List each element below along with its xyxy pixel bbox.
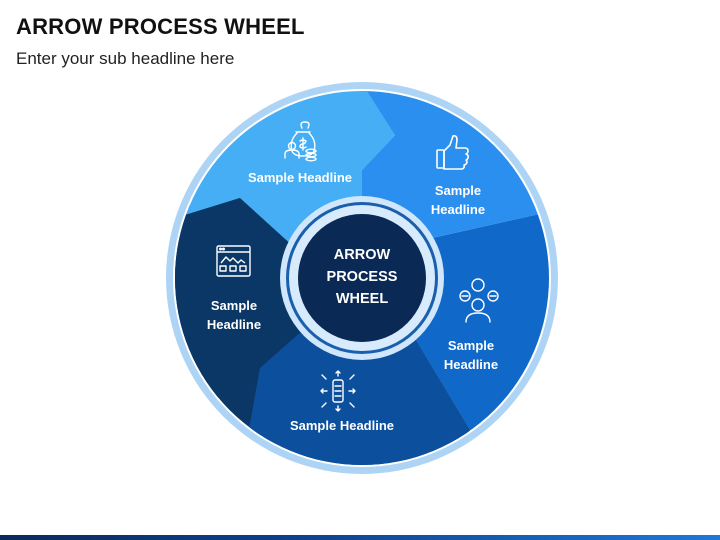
- footer-bar: [0, 535, 720, 540]
- segment-left-label-1: Sample: [211, 298, 257, 313]
- segment-top-label: Sample Headline: [248, 170, 352, 185]
- segment-lower-right-label-2: Headline: [444, 357, 498, 372]
- ideas-arrows-icon: [320, 370, 356, 412]
- thumbs-up-icon: [436, 135, 470, 170]
- segment-left-label-2: Headline: [207, 317, 261, 332]
- segment-bottom-label: Sample Headline: [290, 418, 394, 433]
- segment-lower-right-label-1: Sample: [448, 338, 494, 353]
- slide-title: ARROW PROCESS WHEEL: [16, 14, 305, 39]
- hub-line-2: PROCESS: [327, 269, 398, 285]
- segment-upper-right-label-1: Sample: [435, 183, 481, 198]
- person-network-icon: [459, 278, 499, 323]
- money-bag-coins-icon: [284, 121, 317, 162]
- hub-center[interactable]: [298, 214, 426, 342]
- hub-line-1: ARROW: [334, 247, 391, 263]
- segment-upper-right-label-2: Headline: [431, 202, 485, 217]
- slide-subtitle: Enter your sub headline here: [16, 49, 235, 68]
- hub-line-3: WHEEL: [336, 291, 389, 307]
- web-window-icon: [216, 245, 251, 277]
